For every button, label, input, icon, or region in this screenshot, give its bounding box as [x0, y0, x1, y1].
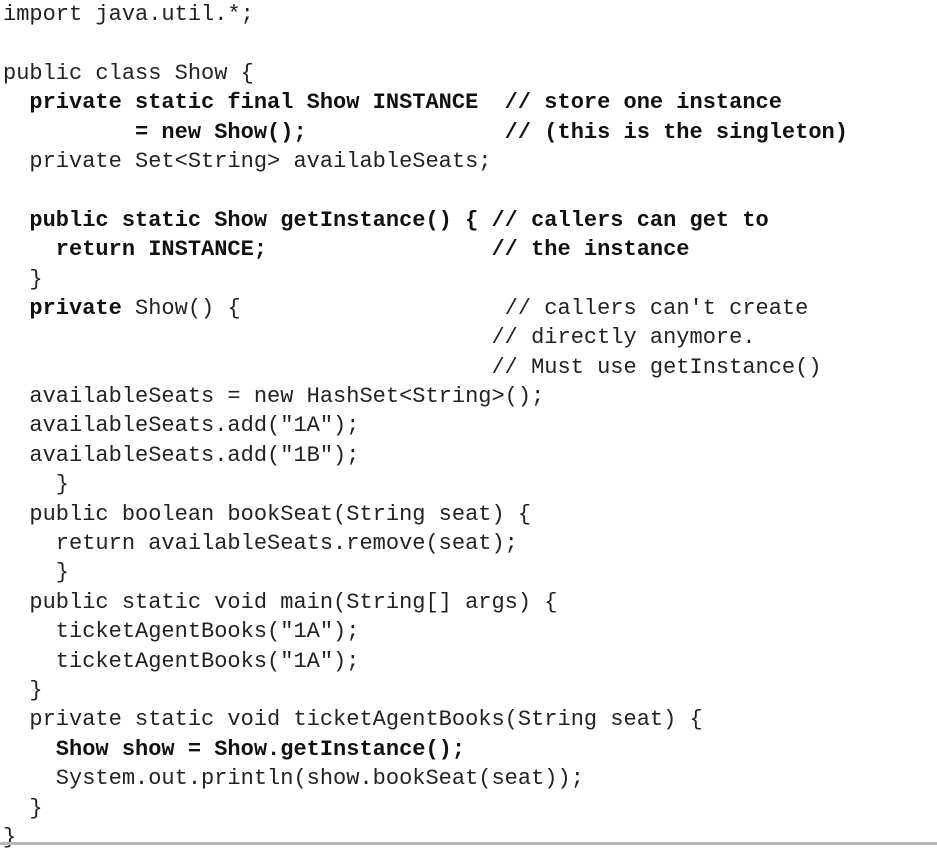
code-segment: Show() { // callers can't create [121, 295, 809, 321]
code-segment: } [3, 266, 43, 292]
code-line: return availableSeats.remove(seat); [3, 529, 848, 558]
code-line: public boolean bookSeat(String seat) { [3, 500, 848, 529]
bottom-divider [0, 842, 937, 845]
code-line: private static final Show INSTANCE // st… [3, 88, 848, 117]
code-segment: } [3, 560, 70, 586]
code-line: private Set<String> availableSeats; [3, 147, 848, 176]
code-segment: availableSeats.add("1B"); [3, 442, 360, 468]
code-segment: import java.util.*; [3, 2, 254, 27]
code-line: availableSeats.add("1A"); [3, 411, 848, 440]
code-segment: System.out.println(show.bookSeat(seat)); [3, 766, 584, 792]
code-segment: // Must use getInstance() [3, 354, 822, 380]
code-segment: } [3, 677, 43, 703]
code-segment-bold: return INSTANCE; // the instance [3, 237, 690, 263]
code-segment-bold: Show show = Show.getInstance(); [3, 736, 466, 762]
code-segment-bold: = new Show(); // (this is the singleton) [3, 119, 848, 145]
code-segment: } [3, 472, 70, 498]
code-segment: private Set<String> availableSeats; [3, 148, 492, 174]
code-segment-bold: public static Show getInstance() { // ca… [3, 207, 769, 233]
code-segment-bold: private [3, 295, 122, 321]
code-line: private Show() { // callers can't create [3, 294, 848, 323]
code-line: private static void ticketAgentBooks(Str… [3, 705, 848, 734]
code-line [3, 176, 848, 205]
code-line: public static Show getInstance() { // ca… [3, 206, 848, 235]
code-line: System.out.println(show.bookSeat(seat)); [3, 764, 848, 793]
code-segment: return availableSeats.remove(seat); [3, 531, 518, 557]
code-line: } [3, 794, 848, 823]
code-line [3, 29, 848, 58]
code-line: } [3, 558, 848, 587]
code-line: availableSeats = new HashSet<String>(); [3, 382, 848, 411]
code-segment: availableSeats = new HashSet<String>(); [3, 384, 545, 410]
code-segment: public static void main(String[] args) { [3, 589, 558, 615]
code-segment: ticketAgentBooks("1A"); [3, 619, 360, 645]
code-line: public static void main(String[] args) { [3, 588, 848, 617]
code-line: ticketAgentBooks("1A"); [3, 647, 848, 676]
code-line: // Must use getInstance() [3, 353, 848, 382]
code-line: } [3, 823, 848, 852]
code-line: public class Show { [3, 59, 848, 88]
code-line: import java.util.*; [3, 0, 848, 29]
code-segment: public boolean bookSeat(String seat) { [3, 501, 532, 527]
code-line: } [3, 676, 848, 705]
code-line: Show show = Show.getInstance(); [3, 735, 848, 764]
code-segment: private static void ticketAgentBooks(Str… [3, 707, 703, 733]
code-line: ticketAgentBooks("1A"); [3, 617, 848, 646]
code-line: = new Show(); // (this is the singleton) [3, 118, 848, 147]
code-segment: ticketAgentBooks("1A"); [3, 648, 360, 674]
code-segment: } [3, 795, 43, 821]
code-segment-bold: private static final Show INSTANCE // st… [3, 90, 782, 116]
code-segment: } [3, 824, 17, 850]
code-segment: // directly anymore. [3, 325, 756, 351]
code-line: } [3, 265, 848, 294]
code-line: } [3, 470, 848, 499]
code-line: // directly anymore. [3, 323, 848, 352]
code-segment: availableSeats.add("1A"); [3, 413, 360, 439]
code-segment: public class Show { [3, 60, 254, 86]
code-listing: import java.util.*; public class Show { p… [3, 0, 848, 852]
code-line: availableSeats.add("1B"); [3, 441, 848, 470]
code-line: return INSTANCE; // the instance [3, 235, 848, 264]
